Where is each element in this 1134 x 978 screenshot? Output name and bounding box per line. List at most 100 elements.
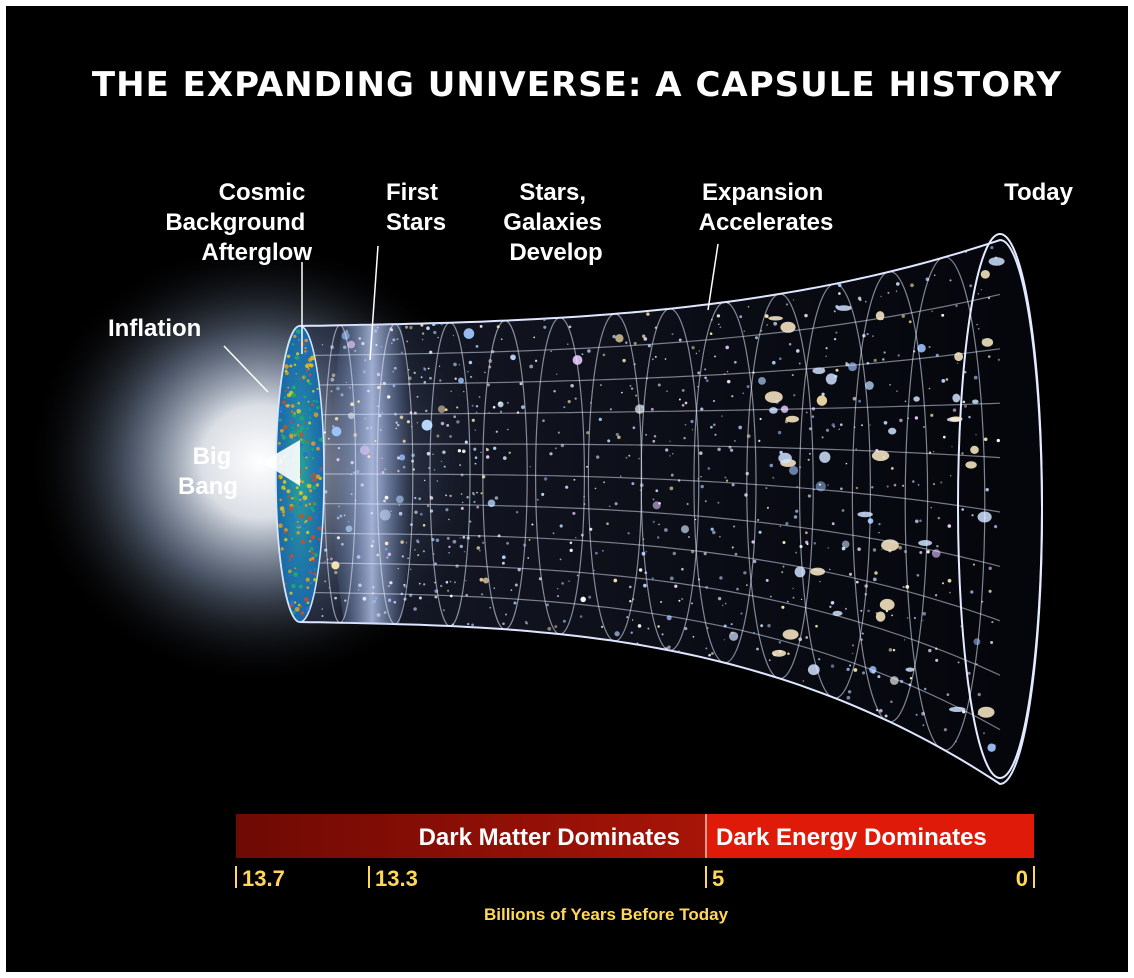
galaxy-dot xyxy=(886,485,889,488)
galaxy-dot xyxy=(334,416,339,421)
galaxy-dot xyxy=(646,312,650,316)
bright-galaxy xyxy=(857,511,873,518)
galaxy-dot xyxy=(707,467,711,470)
cmb-spot xyxy=(316,387,319,391)
cmb-spot xyxy=(278,418,283,422)
galaxy-dot xyxy=(871,486,874,489)
tick-0: 0 xyxy=(1016,866,1028,891)
galaxy-dot xyxy=(321,615,324,617)
galaxy-dot xyxy=(630,631,633,634)
cmb-spot xyxy=(296,522,301,528)
cmb-spot xyxy=(302,452,308,457)
galaxy-dot xyxy=(500,338,503,341)
galaxy-dot xyxy=(426,504,430,508)
galaxy-dot xyxy=(717,596,722,601)
galaxy-dot xyxy=(602,353,606,357)
galaxy-dot xyxy=(456,420,460,424)
diagram-frame: THE EXPANDING UNIVERSE: A CAPSULE HISTOR… xyxy=(6,6,1128,972)
cmb-spot xyxy=(307,515,313,521)
galaxy-dot xyxy=(367,455,371,458)
galaxy-dot xyxy=(631,619,634,621)
galaxy-dot xyxy=(839,423,843,427)
galaxy-dot xyxy=(389,581,393,585)
galaxy-dot xyxy=(674,584,678,588)
cmb-spot xyxy=(289,435,293,439)
galaxy-dot xyxy=(505,613,507,616)
cmb-spot xyxy=(295,486,299,490)
galaxy-dot xyxy=(433,330,437,335)
title: THE EXPANDING UNIVERSE: A CAPSULE HISTOR… xyxy=(92,65,1062,105)
galaxy-dot xyxy=(357,400,360,403)
cmb-spot xyxy=(309,363,314,368)
universe-diagram: THE EXPANDING UNIVERSE: A CAPSULE HISTOR… xyxy=(6,6,1128,972)
galaxy-dot xyxy=(392,370,395,373)
galaxy-dot xyxy=(372,599,376,604)
galaxy-dot xyxy=(848,572,853,576)
galaxy-dot xyxy=(830,664,835,668)
galaxy-dot xyxy=(406,340,409,343)
galaxy-dot xyxy=(765,578,769,582)
galaxy-dot xyxy=(414,510,418,515)
galaxy-dot xyxy=(786,600,789,603)
galaxy-dot xyxy=(919,551,923,554)
big-bang-spike xyxy=(262,440,300,486)
cmb-spot xyxy=(313,502,317,506)
pointer-expansion xyxy=(707,243,719,311)
cmb-spot xyxy=(296,531,300,535)
galaxy-dot xyxy=(465,593,468,597)
galaxy-dot xyxy=(445,508,449,512)
galaxy-dot xyxy=(556,373,558,375)
galaxy-dot xyxy=(672,551,677,556)
galaxy-dot xyxy=(628,585,632,589)
galaxy-dot xyxy=(502,622,505,625)
galaxy-dot xyxy=(704,368,707,371)
galaxy-dot xyxy=(510,589,513,591)
galaxy-dot xyxy=(359,445,370,456)
galaxy-dot xyxy=(947,578,952,583)
galaxy-dot xyxy=(413,371,416,375)
galaxy-dot xyxy=(670,473,674,477)
label-inflation: Inflation xyxy=(108,315,201,342)
galaxy-dot xyxy=(467,371,469,373)
galaxy-dot xyxy=(632,426,636,430)
galaxy-dot xyxy=(384,501,386,503)
cmb-spot xyxy=(300,611,305,615)
galaxy-dot xyxy=(766,506,769,509)
cmb-spot xyxy=(308,558,312,562)
cmb-spot xyxy=(298,580,302,584)
galaxy-dot xyxy=(579,615,583,618)
galaxy-dot xyxy=(463,550,466,553)
galaxy-dot xyxy=(345,381,348,384)
galaxy-dot xyxy=(572,355,583,365)
galaxy-dot xyxy=(398,504,401,507)
galaxy-dot xyxy=(661,633,664,636)
galaxy-dot xyxy=(736,587,739,591)
bright-galaxy xyxy=(905,667,915,672)
cmb-spot xyxy=(318,437,323,442)
bright-galaxy xyxy=(768,316,783,321)
galaxy-dot xyxy=(609,408,612,411)
cmb-spot xyxy=(291,385,296,390)
cmb-spot xyxy=(291,426,294,429)
galaxy-dot xyxy=(691,429,694,431)
cmb-spot xyxy=(293,572,298,577)
galaxy-dot xyxy=(890,700,893,704)
galaxy-dot xyxy=(521,405,525,409)
galaxy-dot xyxy=(860,609,863,612)
galaxy-dot xyxy=(719,326,722,329)
galaxy-dot xyxy=(614,502,618,506)
cmb-spot xyxy=(295,428,298,430)
galaxy-dot xyxy=(471,623,475,627)
galaxy-field xyxy=(319,246,1005,752)
galaxy-dot xyxy=(669,486,674,491)
galaxy-dot xyxy=(445,494,448,497)
galaxy-dot xyxy=(726,379,731,384)
galaxy-dot xyxy=(669,455,671,457)
galaxy-dot xyxy=(898,545,902,550)
galaxy-dot xyxy=(376,613,381,617)
galaxy-dot xyxy=(450,390,453,393)
galaxy-dot xyxy=(365,426,369,430)
galaxy-dot xyxy=(729,631,739,641)
cmb-spot xyxy=(305,607,310,612)
galaxy-dot xyxy=(427,367,430,370)
